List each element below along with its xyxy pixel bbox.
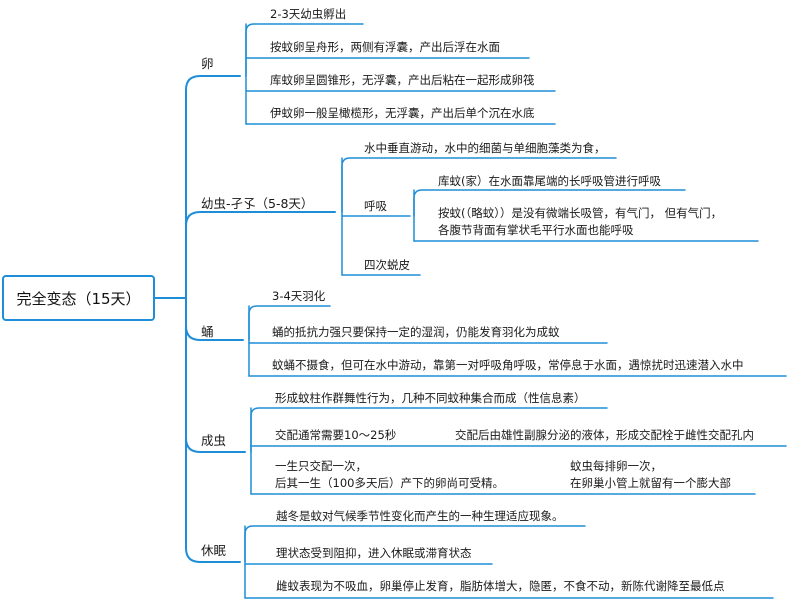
dormancy-item-overwinter[interactable]: 越冬是蚊对气候季节性变化而产生的一种生理适应现象。 bbox=[276, 509, 564, 523]
dormancy-item-female[interactable]: 雌蚊表现为不吸血，卵巢停止发育，脂肪体增大，隐匿，不食不动，新陈代谢降至最低点 bbox=[276, 579, 725, 593]
branch-larva-label[interactable]: 幼虫-孑孓（5-8天） bbox=[201, 196, 314, 211]
egg-item-culex[interactable]: 库蚊卵呈圆锥形，无浮囊，产出后粘在一起形成卵筏 bbox=[270, 73, 535, 87]
branch-dormancy-label[interactable]: 休眠 bbox=[201, 543, 227, 558]
pupa-item-emerge[interactable]: 3-4天羽化 bbox=[272, 289, 326, 303]
root-node[interactable]: 完全变态（15天） bbox=[2, 275, 155, 321]
pupa-item-behavior[interactable]: 蚊蛹不摄食，但可在水中游动，靠第一对呼吸角呼吸，常停息于水面，遇惊扰时迅速潜入水… bbox=[272, 358, 744, 372]
adult-swarm[interactable]: 形成蚊柱作群舞性行为，几种不同蚊种集合而成（性信息素） bbox=[275, 391, 586, 405]
egg-item-hatch[interactable]: 2-3天幼虫孵出 bbox=[270, 7, 347, 21]
pupa-item-resistance[interactable]: 蛹的抵抗力强只要保持一定的湿润，仍能发育羽化为成蚊 bbox=[272, 325, 560, 339]
larva-molting[interactable]: 四次蜕皮 bbox=[364, 258, 410, 272]
breathing-anopheles-line2[interactable]: 各腹节背面有掌状毛平行水面也能呼吸 bbox=[438, 223, 634, 237]
larva-breathing-label[interactable]: 呼吸 bbox=[364, 199, 387, 213]
egg-item-aedes[interactable]: 伊蚊卵一般呈橄榄形，无浮囊，产出后单个沉在水底 bbox=[270, 106, 535, 120]
adult-once-line1[interactable]: 一生只交配一次， bbox=[275, 459, 367, 473]
breathing-culex[interactable]: 库蚊(家）在水面靠尾端的长呼吸管进行呼吸 bbox=[438, 174, 661, 188]
adult-once-line2[interactable]: 后其一生（100多天后）产下的卵尚可受精。 bbox=[275, 476, 504, 490]
branch-egg-label[interactable]: 卵 bbox=[201, 56, 214, 71]
breathing-anopheles-line1[interactable]: 按蚊(（略蚊））是没有微端长吸管，有气门， 但有气门， bbox=[438, 206, 723, 220]
branch-pupa-label[interactable]: 蛹 bbox=[201, 324, 214, 339]
adult-mating-plug[interactable]: 交配后由雄性副腺分泌的液体，形成交配栓于雌性交配孔内 bbox=[455, 428, 754, 442]
branch-adult-label[interactable]: 成虫 bbox=[201, 433, 227, 448]
adult-mating-time[interactable]: 交配通常需要10～25秒 bbox=[275, 428, 397, 442]
dormancy-item-suppressed[interactable]: 理状态受到阻抑，进入休眠或滞育状态 bbox=[276, 546, 472, 560]
adult-eggs-line1[interactable]: 蚊虫每排卵一次， bbox=[570, 459, 662, 473]
larva-feeding[interactable]: 水中垂直游动，水中的细菌与单细胞藻类为食， bbox=[364, 141, 606, 155]
egg-item-anopheles[interactable]: 按蚊卵呈舟形，两侧有浮囊，产出后浮在水面 bbox=[270, 40, 500, 54]
adult-eggs-line2[interactable]: 在卵巢小管上就留有一个膨大部 bbox=[570, 476, 731, 490]
